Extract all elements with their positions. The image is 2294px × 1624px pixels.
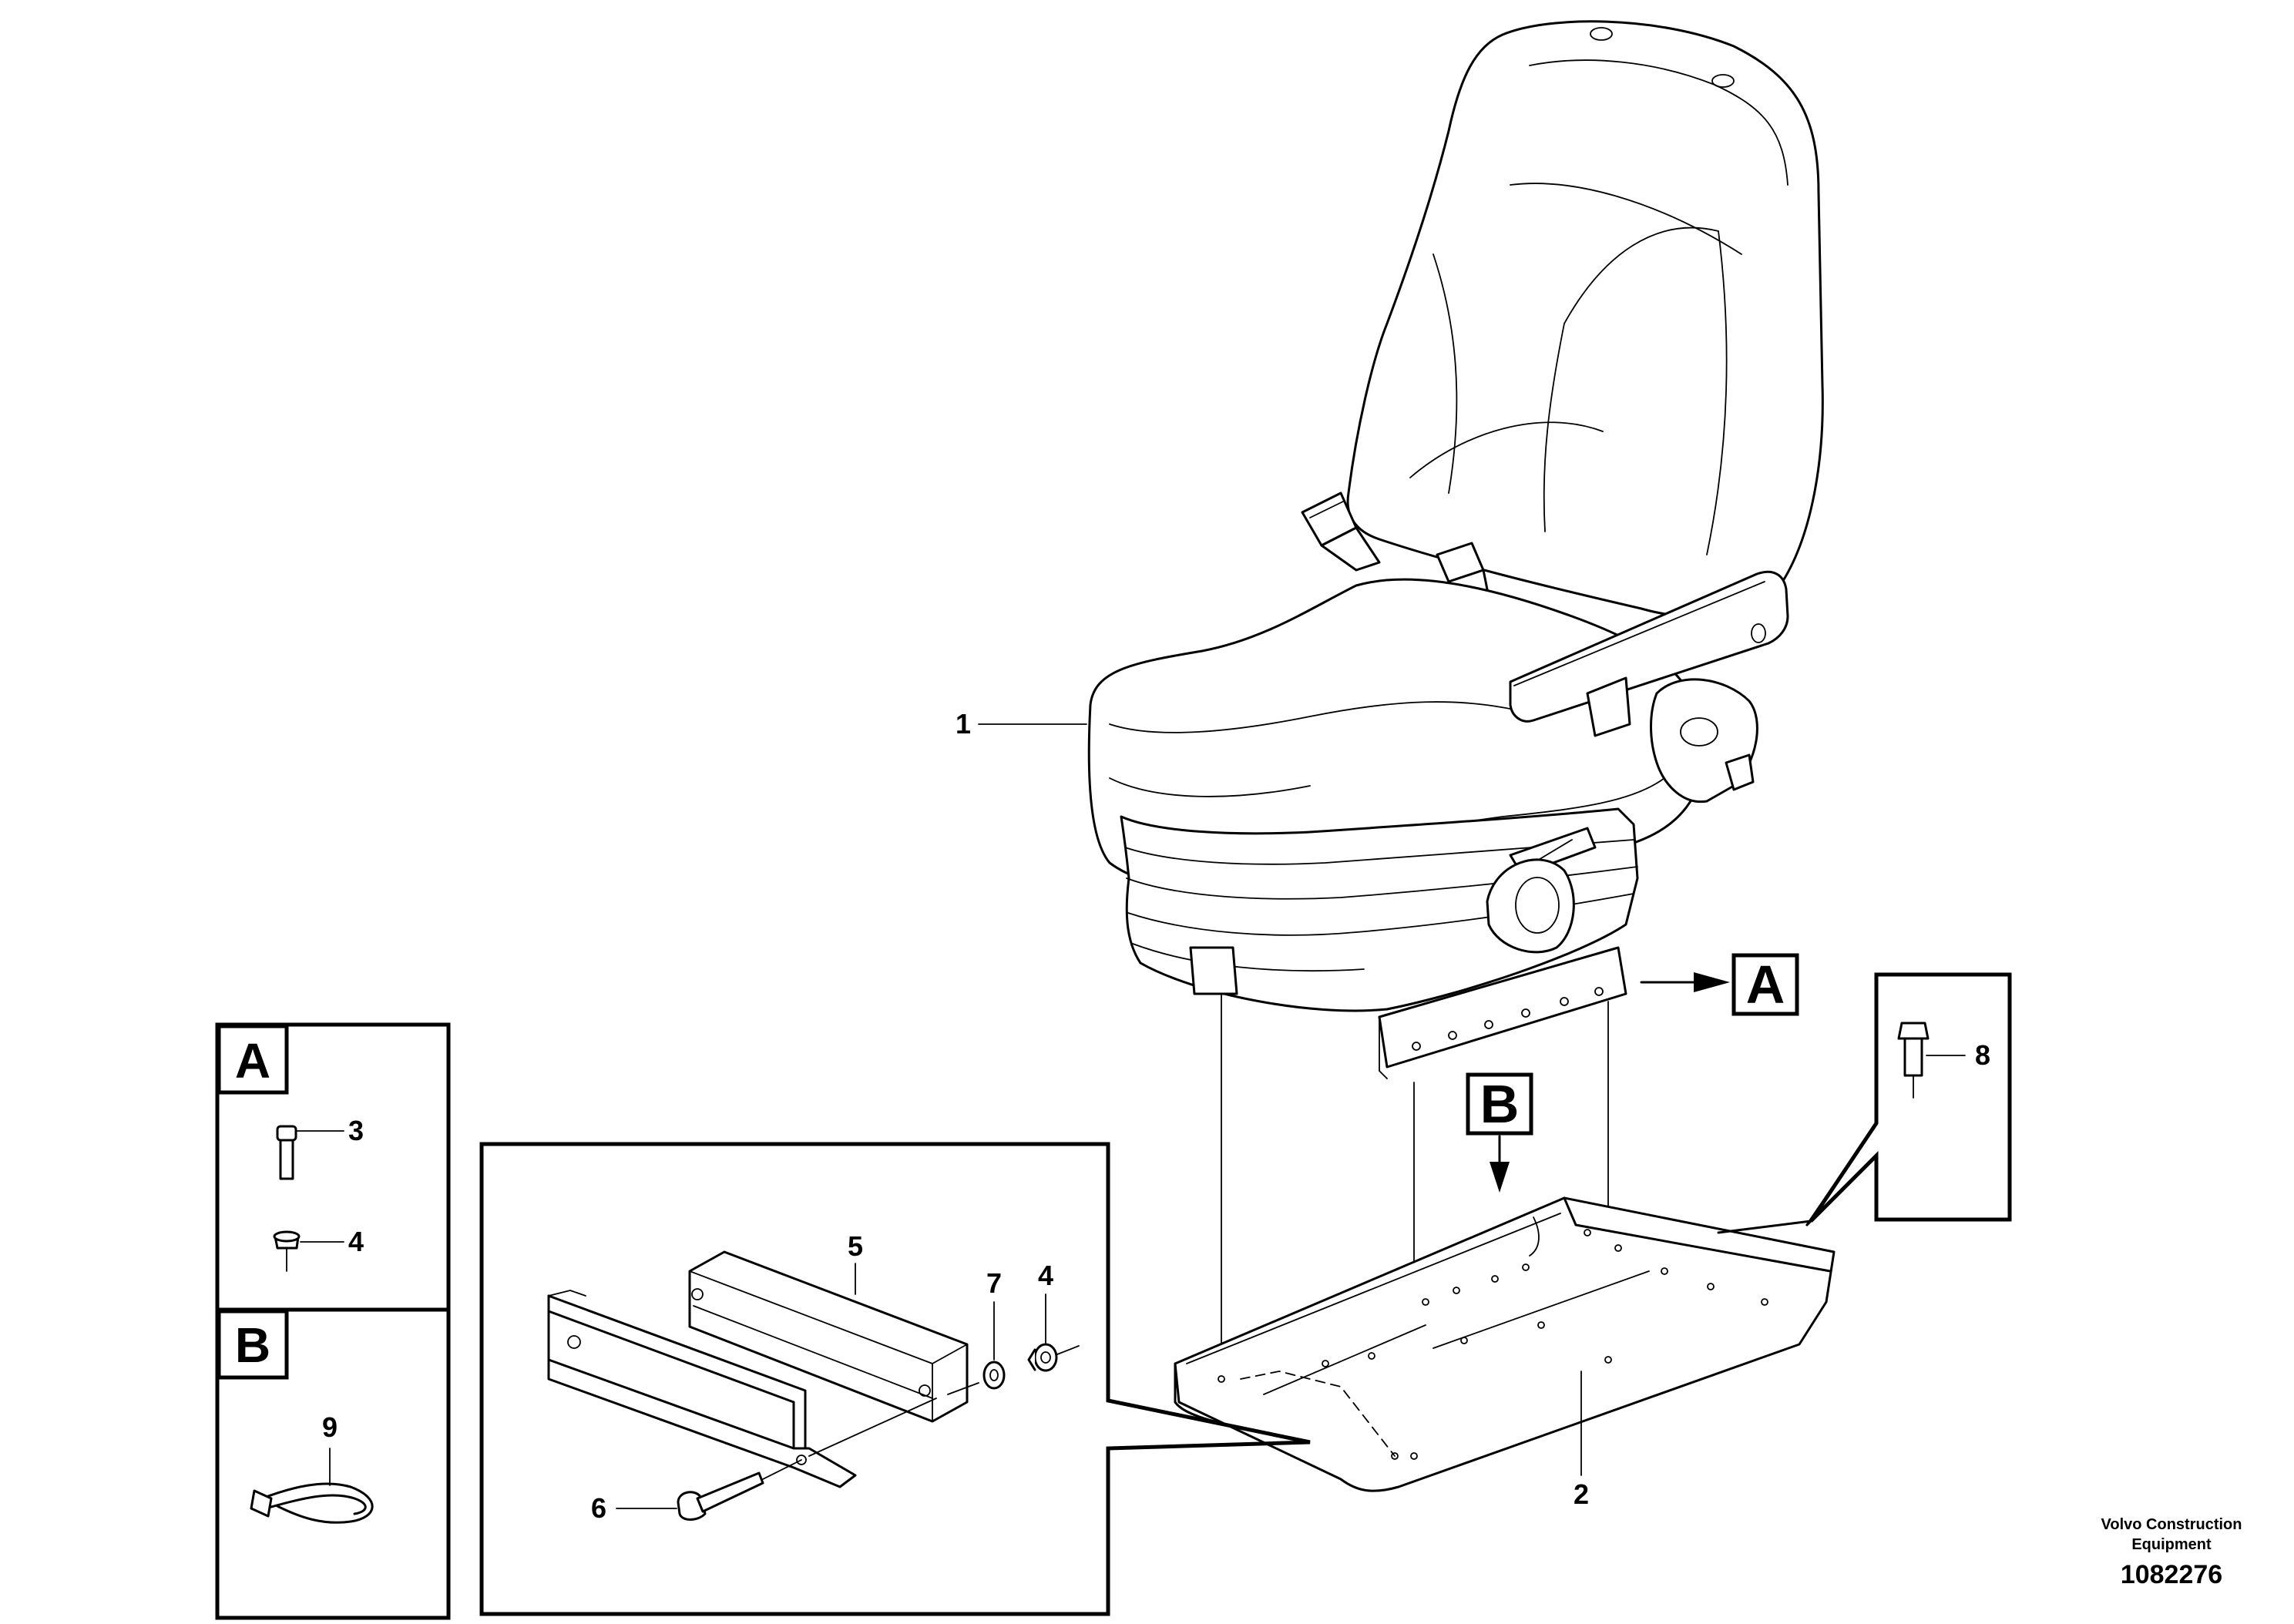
suspension-bellows (1120, 807, 1639, 1012)
bolt-6-icon (677, 1471, 764, 1521)
callout-3: 3 (348, 1115, 364, 1146)
seat-slide-rail-left (1189, 946, 1238, 995)
callout-9: 9 (322, 1411, 338, 1443)
height-adjust-knob (1486, 858, 1575, 954)
view-b-label: B (1480, 1074, 1520, 1134)
callout-5: 5 (848, 1230, 863, 1262)
detail-box-a: A (215, 1022, 451, 1312)
cable-tie-9-icon (250, 1482, 374, 1524)
callout-2: 2 (1574, 1478, 1589, 1510)
callout-4-rail: 4 (1038, 1260, 1053, 1291)
seat-backrest (1346, 20, 1824, 618)
callout-8: 8 (1975, 1039, 1990, 1071)
nut-4-icon (273, 1230, 301, 1272)
bolt-callout-bubble (1717, 972, 2012, 1234)
seat-base-frame (1174, 1196, 1836, 1492)
view-a-marker: A (1640, 953, 1799, 1016)
document-number: 1082276 (2121, 1560, 2222, 1589)
credit-line-2: Equipment (2131, 1536, 2212, 1553)
washer-7-icon (982, 1361, 1006, 1390)
mounting-bracket-icon (547, 1290, 857, 1488)
callout-6: 6 (591, 1492, 606, 1524)
detail-b-label: B (235, 1317, 270, 1373)
seat-slide-rail-right (1378, 946, 1627, 1069)
screw-3-icon (276, 1125, 297, 1180)
nut-4b-icon (1027, 1343, 1058, 1372)
slide-rail-5-icon (688, 1250, 969, 1423)
callout-1: 1 (956, 708, 971, 740)
detail-box-b: B (215, 1307, 451, 1620)
detail-a-label: A (235, 1033, 270, 1089)
armrest (1509, 570, 1789, 723)
bolt-8-icon (1897, 1022, 1930, 1099)
seat-assembly (1087, 20, 1824, 1079)
callout-4-detail-a: 4 (348, 1226, 364, 1257)
credit-line-1: Volvo Construction (2101, 1516, 2242, 1533)
view-b-marker: B (1466, 1072, 1533, 1193)
detail-box-rail (479, 1142, 1311, 1616)
leader-lines (855, 723, 1582, 1476)
callout-7: 7 (986, 1267, 1002, 1299)
view-a-label: A (1746, 955, 1785, 1015)
